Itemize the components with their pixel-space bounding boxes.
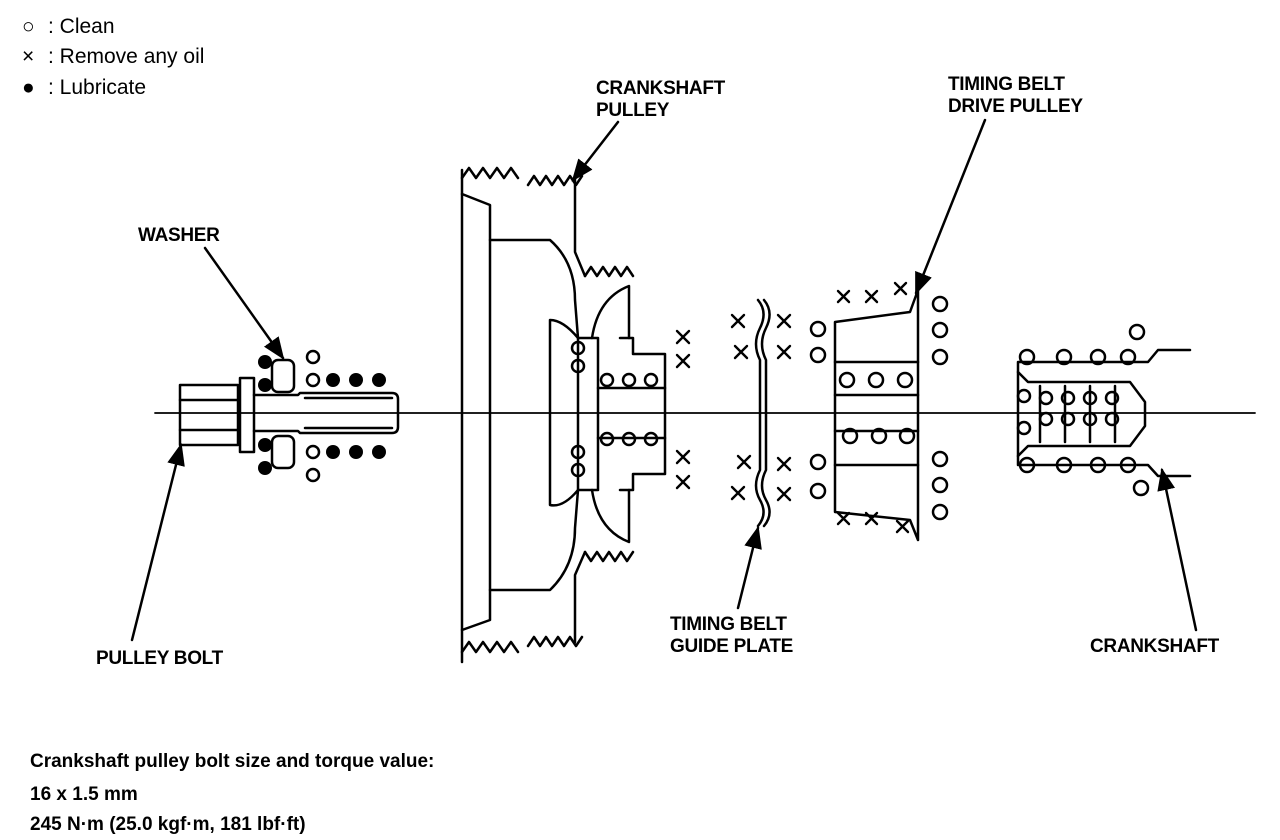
washer-leader bbox=[203, 246, 285, 360]
label-line: CRANKSHAFT bbox=[596, 78, 725, 99]
timing-belt-guide-plate-label: TIMING BELT GUIDE PLATE bbox=[670, 614, 793, 658]
label-line: CRANKSHAFT bbox=[1090, 636, 1219, 657]
washer-label: WASHER bbox=[138, 225, 220, 247]
timing-belt-drive-pulley-shape bbox=[833, 288, 920, 542]
label-line: DRIVE PULLEY bbox=[948, 95, 1083, 117]
clean-legend-text: : Clean bbox=[48, 15, 115, 38]
remove-oil-legend-text: : Remove any oil bbox=[48, 45, 205, 68]
label-line: PULLEY bbox=[596, 99, 670, 121]
pulley-bolt-shape bbox=[178, 376, 400, 454]
spec-torque-value: 245 N·m (25.0 kgf·m, 181 lbf·ft) bbox=[30, 814, 306, 835]
timing-belt-guide-plate-shape bbox=[754, 298, 765, 528]
label-line: WASHER bbox=[138, 225, 220, 246]
clean-markers bbox=[305, 295, 1150, 521]
crankshaft-leader bbox=[1157, 467, 1198, 632]
remove-oil-symbol: × bbox=[22, 45, 35, 68]
pulley-bolt-leader bbox=[130, 442, 185, 642]
label-line: TIMING BELT bbox=[670, 614, 787, 635]
legend-lubricate: ● : Lubricate bbox=[22, 77, 146, 98]
crankshaft-pulley-leader bbox=[571, 120, 620, 182]
legend-remove-oil: × : Remove any oil bbox=[22, 46, 204, 67]
timing-belt-drive-pulley-label: TIMING BELT DRIVE PULLEY bbox=[948, 74, 1083, 118]
pulley-bolt-label: PULLEY BOLT bbox=[96, 648, 223, 670]
legend-clean: ○ : Clean bbox=[22, 16, 115, 37]
remove-oil-markers bbox=[675, 281, 910, 534]
spec-bolt-size: 16 x 1.5 mm bbox=[30, 784, 138, 805]
drive-pulley-leader bbox=[914, 118, 987, 296]
guide-plate-leader bbox=[736, 525, 762, 610]
spec-heading: Crankshaft pulley bolt size and torque v… bbox=[30, 751, 435, 772]
lubricate-legend-text: : Lubricate bbox=[48, 76, 147, 99]
label-line: GUIDE PLATE bbox=[670, 635, 794, 657]
washer-shape bbox=[270, 358, 296, 470]
crankshaft-label: CRANKSHAFT bbox=[1090, 636, 1219, 658]
crankshaft-pulley-label: CRANKSHAFT PULLEY bbox=[596, 78, 725, 122]
clean-symbol: ○ bbox=[22, 15, 35, 38]
lubricate-symbol: ● bbox=[22, 76, 35, 99]
lubricate-markers bbox=[258, 355, 386, 475]
label-line: PULLEY BOLT bbox=[96, 648, 223, 669]
label-line: TIMING BELT bbox=[948, 74, 1065, 95]
crankshaft-pulley-shape bbox=[460, 166, 667, 664]
